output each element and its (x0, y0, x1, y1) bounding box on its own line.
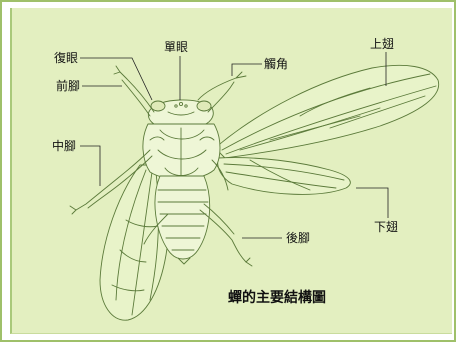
leader-hindwing (356, 188, 388, 218)
label-ocelli: 單眼 (164, 40, 188, 54)
label-hindwing: 下翅 (374, 220, 398, 234)
leader-antenna (232, 64, 262, 76)
label-foreleg: 前腳 (56, 79, 80, 93)
label-midleg: 中腳 (52, 139, 76, 153)
label-antenna: 觸角 (264, 57, 288, 71)
diagram-caption: 蟬的主要結構圖 (228, 287, 326, 307)
label-hindleg: 後腳 (286, 231, 310, 245)
label-forewing: 上翅 (370, 37, 394, 51)
leader-compound-eye (80, 58, 152, 100)
label-compound-eye: 復眼 (54, 51, 78, 65)
thorax-shape (143, 124, 220, 179)
antenna-shape (198, 72, 246, 100)
hindwing-shape (218, 158, 351, 195)
leader-midleg (80, 146, 100, 186)
forewing-shape (215, 65, 439, 158)
